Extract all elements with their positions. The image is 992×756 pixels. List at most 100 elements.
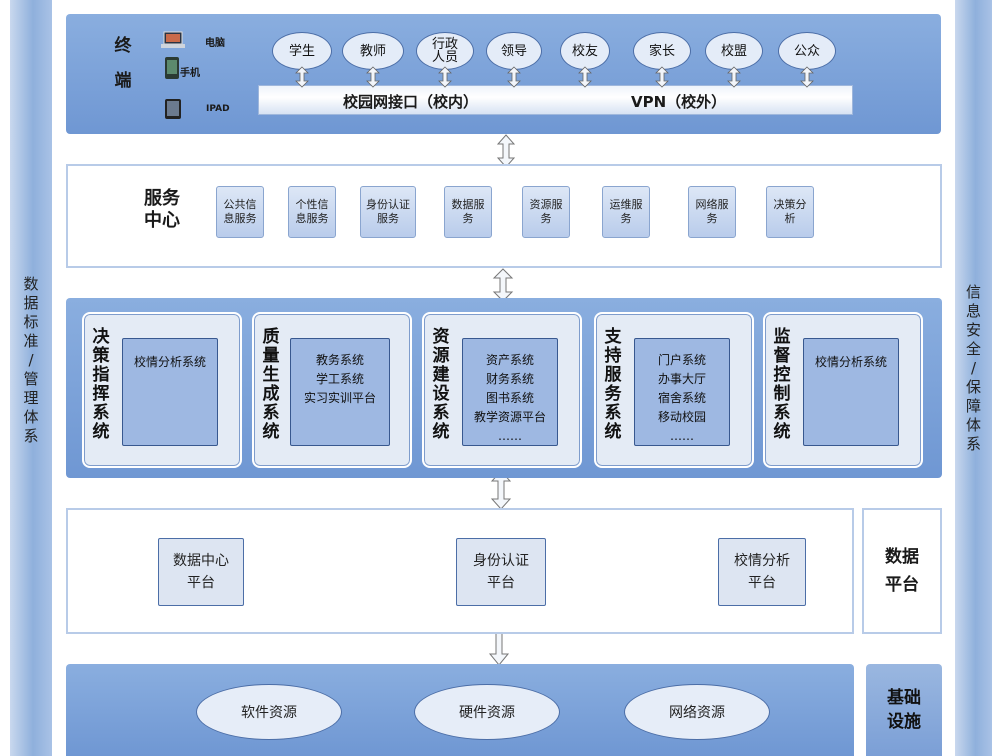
user-node-4: 校友 xyxy=(560,32,610,70)
system-title-1: 质量生成系统 xyxy=(260,328,282,442)
system-content-item: 校情分析系统 xyxy=(133,355,206,369)
system-content-item: 校情分析系统 xyxy=(814,355,887,369)
systems-panel: 决策指挥系统校情分析系统质量生成系统教务系统学工系统实习实训平台资源建设系统资产… xyxy=(66,298,942,478)
service-item-5: 运维服务 xyxy=(602,186,650,238)
platform-item-line: 身份认证 xyxy=(473,553,529,569)
system-content-item: 教务系统 xyxy=(315,353,364,367)
system-content-4: 校情分析系统 xyxy=(803,338,899,446)
system-title-char: 建 xyxy=(432,365,450,385)
system-title-0: 决策指挥系统 xyxy=(90,328,112,442)
terminal-title: 终 端 xyxy=(114,36,132,91)
user-link-arrow xyxy=(295,66,309,88)
system-content-3: 门户系统办事大厅宿舍系统移动校园 …… xyxy=(634,338,730,446)
system-title-char: 决 xyxy=(92,327,110,347)
phone-device: 手机 xyxy=(164,56,234,82)
service-item-6: 网络服务 xyxy=(688,186,736,238)
system-title-char: 质 xyxy=(262,327,280,347)
left-sidebar-char: 数 xyxy=(23,274,39,293)
right-sidebar-char: 保 xyxy=(965,377,981,396)
system-title-char: 指 xyxy=(92,365,110,385)
system-title-char: 控 xyxy=(773,365,791,385)
platform-item-line: 校情分析 xyxy=(734,553,790,569)
left-sidebar-char: 体 xyxy=(23,407,39,426)
system-box-1: 质量生成系统教务系统学工系统实习实训平台 xyxy=(252,312,412,468)
right-sidebar-char: 系 xyxy=(965,434,981,453)
right-sidebar-label: 信息安全/保障体系 xyxy=(955,278,992,458)
system-box-4: 监督控制系统 校情分析系统 xyxy=(763,312,923,468)
system-title-char: 设 xyxy=(432,384,450,404)
platform-item-0: 数据中心平台 xyxy=(158,538,244,606)
system-content-0: 校情分析系统 xyxy=(122,338,218,446)
service-item-2: 身份认证服务 xyxy=(360,186,416,238)
service-item-0: 公共信息服务 xyxy=(216,186,264,238)
laptop-label: 电脑 xyxy=(205,38,225,49)
phone-label: 手机 xyxy=(180,68,200,79)
left-sidebar-char: 标 xyxy=(23,312,39,331)
system-title-char: 统 xyxy=(432,422,450,442)
user-link-arrow xyxy=(727,66,741,88)
platform-item-line: 平台 xyxy=(487,575,515,591)
system-title-char: 统 xyxy=(604,422,622,442)
user-node-1: 教师 xyxy=(342,32,404,70)
system-content-item: 门户系统 xyxy=(657,353,706,367)
system-content-item: 学工系统 xyxy=(315,372,364,386)
system-title-char: 系 xyxy=(773,403,791,423)
infra-item-1: 硬件资源 xyxy=(414,684,560,740)
platform-item-line: 数据中心 xyxy=(173,553,229,569)
system-content-1: 教务系统学工系统实习实训平台 xyxy=(290,338,390,446)
platform-item-1: 身份认证平台 xyxy=(456,538,546,606)
system-content-item: 移动校园 xyxy=(657,410,706,424)
system-content-item: 资产系统 xyxy=(485,353,534,367)
infrastructure-panel: 软件资源硬件资源网络资源 xyxy=(66,664,854,756)
service-center-panel: 服务 中心 公共信息服务个性信息服务身份认证服务数据服务资源服务运维服务网络服务… xyxy=(66,164,942,268)
user-node-6: 校盟 xyxy=(705,32,763,70)
left-sidebar-char: 系 xyxy=(23,426,39,445)
left-sidebar: 数据标准/管理体系 xyxy=(10,0,52,756)
system-content-item: …… xyxy=(498,429,522,443)
user-link-arrow xyxy=(800,66,814,88)
laptop-device: 电脑 xyxy=(160,30,230,52)
data-platform-panel: 数据中心平台身份认证平台校情分析平台 xyxy=(66,508,854,634)
tablet-device: IPAD xyxy=(164,98,234,124)
phone-icon xyxy=(165,57,179,79)
right-sidebar-char: 安 xyxy=(965,320,981,339)
right-sidebar-char: 全 xyxy=(965,339,981,358)
left-sidebar-char: 管 xyxy=(23,369,39,388)
user-link-arrow xyxy=(578,66,592,88)
service-center-title: 服务 中心 xyxy=(144,188,180,231)
user-node-5: 家长 xyxy=(633,32,691,70)
system-content-item: 办事大厅 xyxy=(657,372,706,386)
system-title-char: 量 xyxy=(262,346,280,366)
system-title-char: 策 xyxy=(92,346,110,366)
system-content-item: 实习实训平台 xyxy=(303,391,376,405)
system-box-0: 决策指挥系统 校情分析系统 xyxy=(82,312,242,468)
system-title-char: 统 xyxy=(92,422,110,442)
infra-item-0: 软件资源 xyxy=(196,684,342,740)
system-title-4: 监督控制系统 xyxy=(771,328,793,442)
data-platform-title-box: 数据 平台 xyxy=(862,508,942,634)
service-item-4: 资源服务 xyxy=(522,186,570,238)
platform-item-line: 平台 xyxy=(187,575,215,591)
system-content-item: …… xyxy=(670,429,694,443)
tablet-label: IPAD xyxy=(206,104,230,114)
user-node-7: 公众 xyxy=(778,32,836,70)
user-node-text: 人员 xyxy=(431,50,458,65)
system-content-item: 财务系统 xyxy=(485,372,534,386)
system-box-2: 资源建设系统资产系统财务系统图书系统教学资源平台…… xyxy=(422,312,582,468)
right-sidebar-char: 息 xyxy=(965,301,981,320)
left-sidebar-char: 据 xyxy=(23,293,39,312)
right-sidebar-char: 体 xyxy=(965,415,981,434)
system-content-item: 宿舍系统 xyxy=(657,391,706,405)
vpn-interface-label: VPN（校外） xyxy=(631,93,727,111)
system-content-2: 资产系统财务系统图书系统教学资源平台…… xyxy=(462,338,558,446)
service-item-1: 个性信息服务 xyxy=(288,186,336,238)
system-title-char: 务 xyxy=(604,384,622,404)
arrow-terminal-service xyxy=(496,134,516,168)
system-title-char: 持 xyxy=(604,346,622,366)
user-link-arrow xyxy=(507,66,521,88)
system-title-char: 监 xyxy=(773,327,791,347)
system-title-char: 系 xyxy=(262,403,280,423)
system-title-char: 服 xyxy=(604,365,622,385)
user-node-0: 学生 xyxy=(272,32,332,70)
system-title-char: 支 xyxy=(604,327,622,347)
